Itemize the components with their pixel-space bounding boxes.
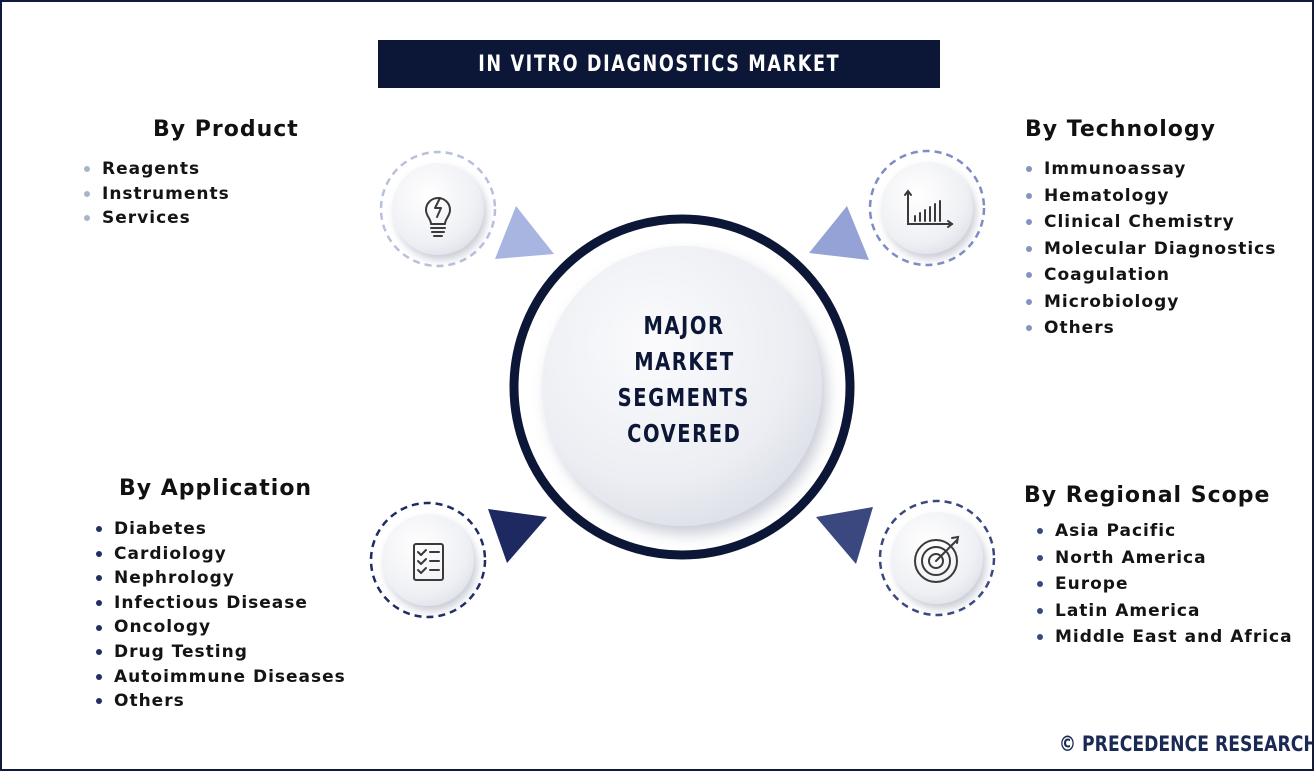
center-disc xyxy=(542,246,822,526)
product-heading: By Product xyxy=(153,117,299,142)
page-title-text: IN VITRO DIAGNOSTICS MARKET xyxy=(478,51,840,77)
list-item: Autoimmune Diseases xyxy=(94,665,346,690)
list-item: Europe xyxy=(1035,571,1293,598)
application-heading: By Application xyxy=(119,476,313,501)
center-line: COVERED xyxy=(626,419,742,448)
list-item: Middle East and Africa xyxy=(1035,624,1293,651)
bar-chart-icon xyxy=(904,189,954,228)
list-item: Clinical Chemistry xyxy=(1024,209,1276,236)
list-item: Instruments xyxy=(82,182,230,207)
target-icon xyxy=(914,535,960,583)
list-item: Oncology xyxy=(94,615,346,640)
list-item: Drug Testing xyxy=(94,640,346,665)
application-icon-badge xyxy=(369,501,487,619)
page-title: IN VITRO DIAGNOSTICS MARKET xyxy=(378,40,940,88)
list-item: Reagents xyxy=(82,157,230,182)
brand-footer: © PRECEDENCE RESEARCH xyxy=(1002,732,1312,762)
list-item: Diabetes xyxy=(94,517,346,542)
list-item: Latin America xyxy=(1035,598,1293,625)
list-item: Immunoassay xyxy=(1024,156,1276,183)
list-item: Services xyxy=(82,206,230,231)
center-line: MAJOR xyxy=(643,311,725,340)
center-line: SEGMENTS xyxy=(617,383,751,412)
pointer-top-right xyxy=(809,206,869,260)
product-list: Reagents Instruments Services xyxy=(82,157,230,231)
product-icon-badge xyxy=(379,150,497,268)
regional-heading: By Regional Scope xyxy=(1024,483,1271,508)
technology-heading: By Technology xyxy=(1025,117,1216,142)
brand-footer-text: © PRECEDENCE RESEARCH xyxy=(1058,732,1314,756)
regional-list: Asia Pacific North America Europe Latin … xyxy=(1035,518,1293,651)
list-item: Cardiology xyxy=(94,542,346,567)
list-item: Infectious Disease xyxy=(94,591,346,616)
lightbulb-icon xyxy=(425,197,451,237)
technology-icon-badge xyxy=(868,149,986,267)
regional-icon-badge xyxy=(878,499,996,617)
pointer-top-left xyxy=(495,206,554,259)
center-line: MARKET xyxy=(633,347,735,376)
list-item: Others xyxy=(1024,315,1276,342)
list-item: Coagulation xyxy=(1024,262,1276,289)
center-label: MAJOR MARKET SEGMENTS COVERED xyxy=(562,308,806,452)
pointer-bottom-left xyxy=(488,509,547,563)
pointer-bottom-right xyxy=(816,507,873,564)
list-item: Hematology xyxy=(1024,183,1276,210)
technology-list: Immunoassay Hematology Clinical Chemistr… xyxy=(1024,156,1276,342)
application-list: Diabetes Cardiology Nephrology Infectiou… xyxy=(94,517,346,714)
list-item: Microbiology xyxy=(1024,289,1276,316)
checklist-icon xyxy=(413,543,444,581)
list-item: North America xyxy=(1035,545,1293,572)
list-item: Others xyxy=(94,689,346,714)
list-item: Asia Pacific xyxy=(1035,518,1293,545)
list-item: Molecular Diagnostics xyxy=(1024,236,1276,263)
list-item: Nephrology xyxy=(94,566,346,591)
